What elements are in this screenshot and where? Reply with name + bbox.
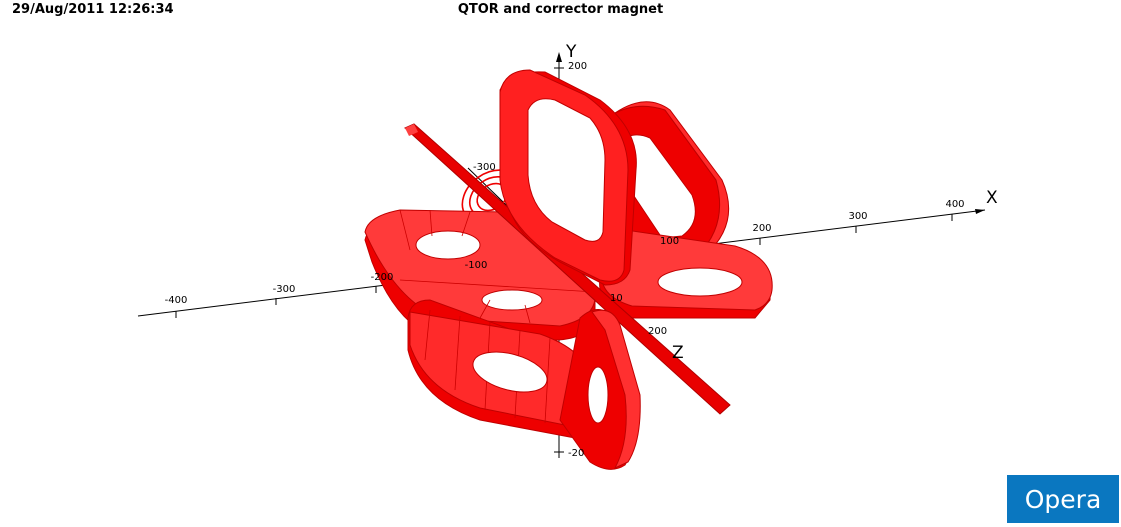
coil-front-lower [407, 299, 601, 439]
y-axis-name: Y [565, 42, 577, 62]
coil-front-upper [499, 69, 637, 286]
x-tick-label: -400 [165, 295, 188, 306]
x-axis-name: X [986, 188, 998, 208]
coil-right-horizontal [599, 227, 773, 319]
x-tick-label: -300 [273, 284, 296, 295]
y-axis-tick-labels: 200 -20 [568, 61, 587, 459]
x-tick-label: 200 [752, 223, 771, 234]
y-tick-label: -20 [568, 448, 584, 459]
plot-title: QTOR and corrector magnet [457, 2, 664, 17]
z-tick-label: 100 [660, 236, 679, 247]
timestamp: 29/Aug/2011 12:26:34 [12, 2, 174, 17]
z-tick-label: -300 [473, 162, 496, 173]
z-axis-name: Z [672, 343, 684, 363]
x-tick-label: 300 [848, 211, 867, 222]
coil-back-lower-right [559, 309, 641, 470]
opera-logo-badge: Opera [1007, 475, 1119, 523]
z-tick-label: 10 [610, 293, 623, 304]
y-tick-label: 200 [568, 61, 587, 72]
x-tick-label: -200 [371, 272, 394, 283]
x-axis-tick-labels: -400 -300 -200 -100 200 300 400 [165, 199, 965, 306]
z-axis-tick-labels: -300 10 100 200 [473, 162, 679, 337]
x-tick-label: -100 [465, 260, 488, 271]
x-tick-label: 400 [945, 199, 964, 210]
z-tick-label: 200 [648, 326, 667, 337]
